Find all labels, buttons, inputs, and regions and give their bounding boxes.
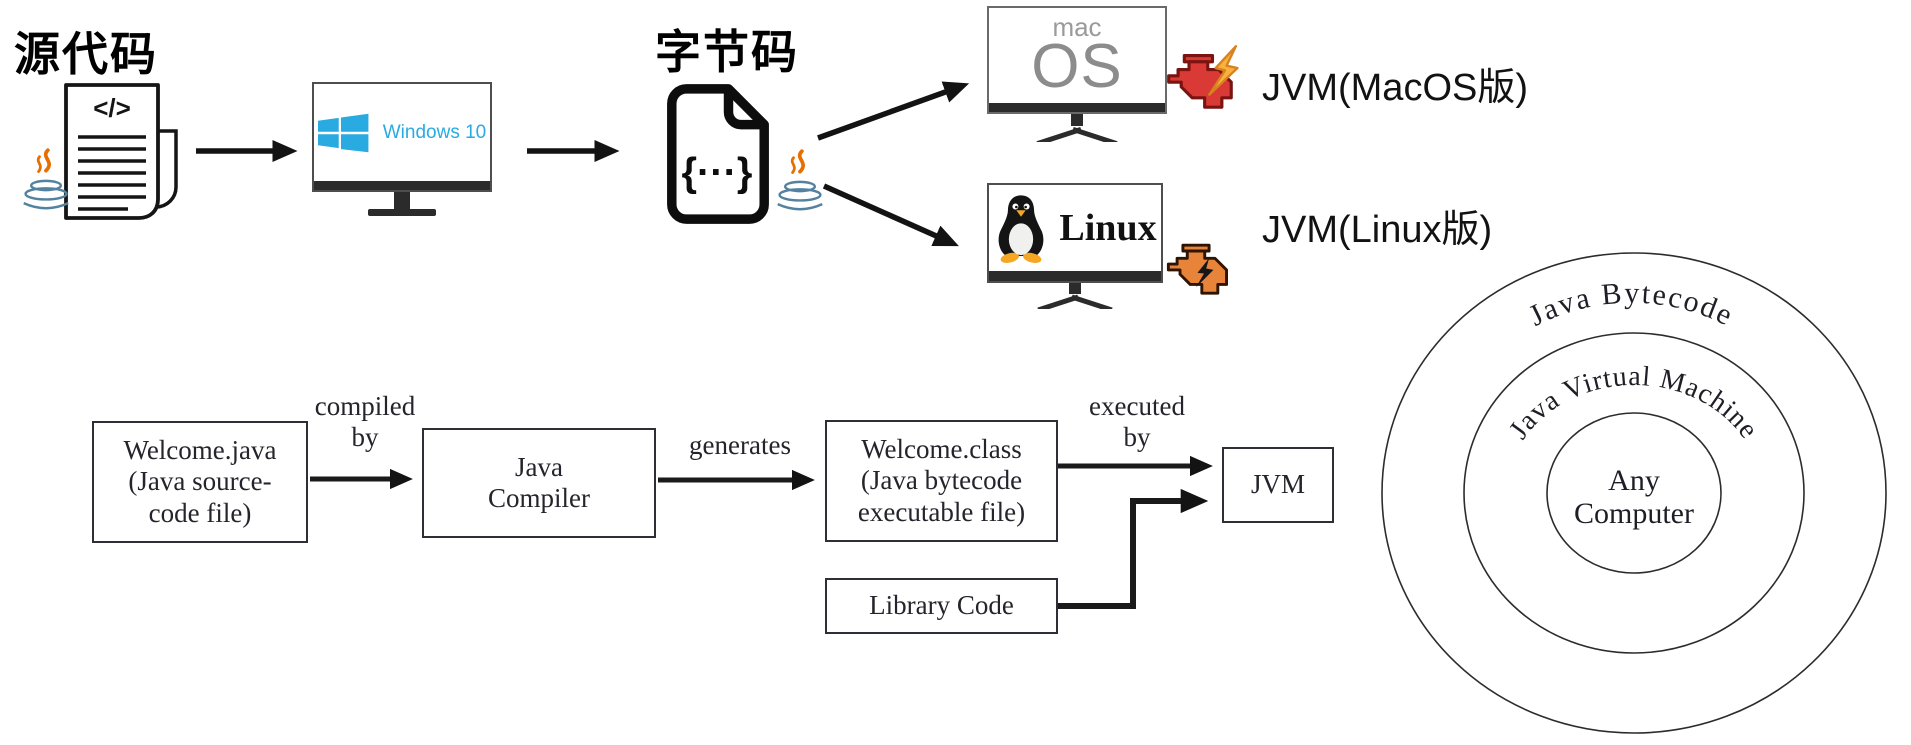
jvm-linux-label: JVM(Linux版): [1262, 209, 1493, 251]
windows-screen: Windows 10: [314, 84, 490, 181]
java-compiler-box: Java Compiler: [422, 428, 656, 538]
label-line: executed: [1089, 391, 1185, 421]
tux-icon: [999, 195, 1044, 263]
box-line: Welcome.java: [123, 435, 277, 466]
monitor-bezel: [989, 271, 1161, 281]
jvm-macos-engine-icon: [1167, 44, 1239, 109]
macos-monitor: mac OS: [987, 6, 1167, 114]
welcome-java-box: Welcome.java (Java source- code file): [92, 421, 308, 543]
windows-label: Windows 10: [382, 121, 487, 143]
bytecode-glyph: {···}: [682, 151, 753, 195]
arrow-bytecode-to-macos: [817, 81, 970, 141]
lightning-bolt-icon: [1196, 258, 1214, 288]
venn-bytecode-text: Java Bytecode: [1524, 277, 1737, 333]
box-line: code file): [148, 497, 252, 528]
java-logo-icon: [23, 148, 69, 210]
monitor-bezel: [314, 181, 490, 190]
venn-inner-circle: [1546, 412, 1722, 574]
generates-label: generates: [660, 430, 820, 461]
venn-inner-label-line2: Computer: [1574, 497, 1694, 530]
box-line: (Java bytecode: [860, 465, 1023, 496]
box-line: Library Code: [869, 590, 1014, 621]
venn-jvm-label: Java Virtual Machine: [1503, 361, 1764, 445]
macos-label: mac OS: [1031, 14, 1123, 98]
mac-label-big: OS: [1031, 31, 1123, 101]
source-file-icon: </>: [64, 83, 178, 220]
connector-library-to-jvm: [1058, 488, 1209, 609]
venn-middle-circle: [1463, 332, 1805, 654]
file-fold: [723, 88, 765, 130]
executed-by-label: executed by: [1072, 391, 1202, 454]
linux-screen: Linux: [989, 185, 1161, 271]
label-line: compiled: [314, 391, 416, 421]
library-code-box: Library Code: [825, 578, 1058, 634]
box-line: Java: [515, 451, 563, 482]
engine-body: [1166, 243, 1228, 295]
monitor-stand-base: [368, 209, 436, 216]
source-code-label: 源代码: [14, 28, 158, 80]
engine-body: [1167, 53, 1233, 109]
bytecode-file-icon: {···}: [667, 84, 769, 224]
macos-screen: mac OS: [989, 8, 1165, 103]
label-line: by: [351, 422, 379, 453]
monitor-stand: [1037, 283, 1113, 309]
arrow-bytecode-to-linux: [822, 183, 959, 247]
box-line: Welcome.class: [861, 434, 1022, 465]
monitor-bezel: [989, 103, 1165, 112]
box-line: executable file): [857, 496, 1026, 527]
venn-diagram: Java Bytecode Java Virtual Machine Any C…: [1381, 252, 1887, 734]
jvm-box: JVM: [1222, 447, 1334, 523]
jvm-linux-engine-icon: [1166, 243, 1228, 295]
venn-outer-circle: [1381, 252, 1887, 734]
monitor-stand: [1036, 114, 1118, 142]
code-glyph: </>: [93, 93, 131, 123]
box-line: (Java source-: [128, 466, 272, 497]
bytecode-label: 字节码: [655, 26, 799, 78]
windows-monitor: Windows 10: [312, 82, 492, 192]
venn-bytecode-label: Java Bytecode: [1524, 277, 1739, 333]
venn-jvm-text: Java Virtual Machine: [1503, 361, 1763, 445]
venn-inner-label-line1: Any: [1608, 464, 1660, 497]
box-line: Compiler: [488, 483, 590, 513]
compiled-by-label: compiled by: [295, 391, 435, 454]
monitor-stand: [394, 192, 410, 210]
text-lines: [78, 135, 146, 211]
linux-monitor: Linux: [987, 183, 1163, 283]
box-line: JVM: [1250, 469, 1305, 500]
windows-logo-icon: [317, 113, 369, 152]
jvm-macos-label: JVM(MacOS版): [1262, 67, 1529, 109]
linux-label: Linux: [1059, 207, 1157, 249]
welcome-class-box: Welcome.class (Java bytecode executable …: [825, 420, 1058, 542]
java-logo-icon: [777, 149, 823, 211]
label-line: generates: [689, 430, 791, 460]
mac-label-small: mac: [1052, 11, 1102, 42]
lightning-bolt-icon: [1208, 44, 1239, 96]
page-curl: [155, 129, 178, 209]
label-line: by: [1123, 422, 1151, 453]
